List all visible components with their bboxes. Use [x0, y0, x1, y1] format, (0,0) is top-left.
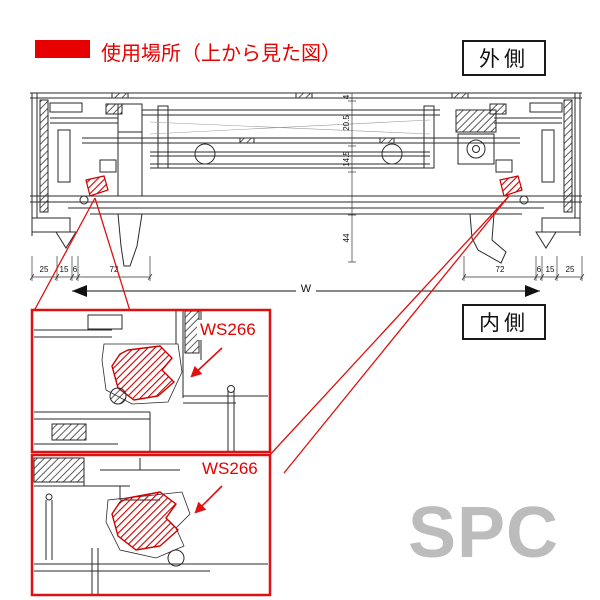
seal-markers	[79, 175, 529, 205]
detail-view-1	[30, 308, 272, 454]
dim-label: 72	[496, 265, 505, 274]
seal-right	[499, 175, 523, 197]
dim-label: 6	[73, 265, 78, 274]
lock-mechanism	[455, 109, 497, 165]
width-label: W	[301, 283, 312, 295]
dim-label-vertical: 44	[342, 233, 351, 242]
seal-left	[85, 175, 109, 197]
dim-label: 15	[546, 265, 555, 274]
dimension-annotations: 25 15 6 72 72 6 15 25 W 4	[29, 92, 585, 297]
part-number-label-1: WS266	[197, 320, 259, 340]
sill-foot-left	[117, 213, 143, 267]
dim-label: 15	[60, 265, 69, 274]
red-connector-lines	[33, 195, 510, 474]
dim-label: 6	[537, 265, 542, 274]
dim-label: 25	[40, 265, 49, 274]
legend-label: 使用場所（上から見た図）	[101, 43, 341, 65]
vertical-dimension: 4 20.5 14.5 44	[342, 92, 356, 263]
spc-watermark: SPC	[408, 493, 560, 573]
callout-arrow-2	[194, 485, 223, 514]
inside-label: 内側	[479, 312, 529, 335]
glazing-tube-right	[381, 143, 403, 165]
part-number-label-2: WS266	[199, 459, 261, 479]
dim-label: 72	[110, 265, 119, 274]
callout-arrow-1	[190, 347, 223, 378]
outside-label: 外側	[479, 48, 529, 71]
dim-label-vertical: 14.5	[342, 151, 351, 167]
detail-drawing-1	[34, 311, 268, 451]
dim-label-vertical: 20.5	[342, 115, 351, 131]
detail-drawing-2	[33, 457, 268, 594]
dim-label: 25	[566, 265, 575, 274]
detail-view-2	[30, 453, 272, 597]
detail-seal-2	[111, 491, 180, 551]
dim-label-vertical: 4	[342, 94, 351, 99]
glazing-tube-left	[194, 143, 216, 165]
detail-seal-1	[111, 345, 176, 401]
legend-swatch	[35, 40, 90, 58]
inside-label-box: 内側	[462, 304, 546, 340]
outside-label-box: 外側	[462, 40, 546, 76]
width-dimension: W	[72, 281, 540, 297]
window-section-plan	[30, 92, 582, 267]
